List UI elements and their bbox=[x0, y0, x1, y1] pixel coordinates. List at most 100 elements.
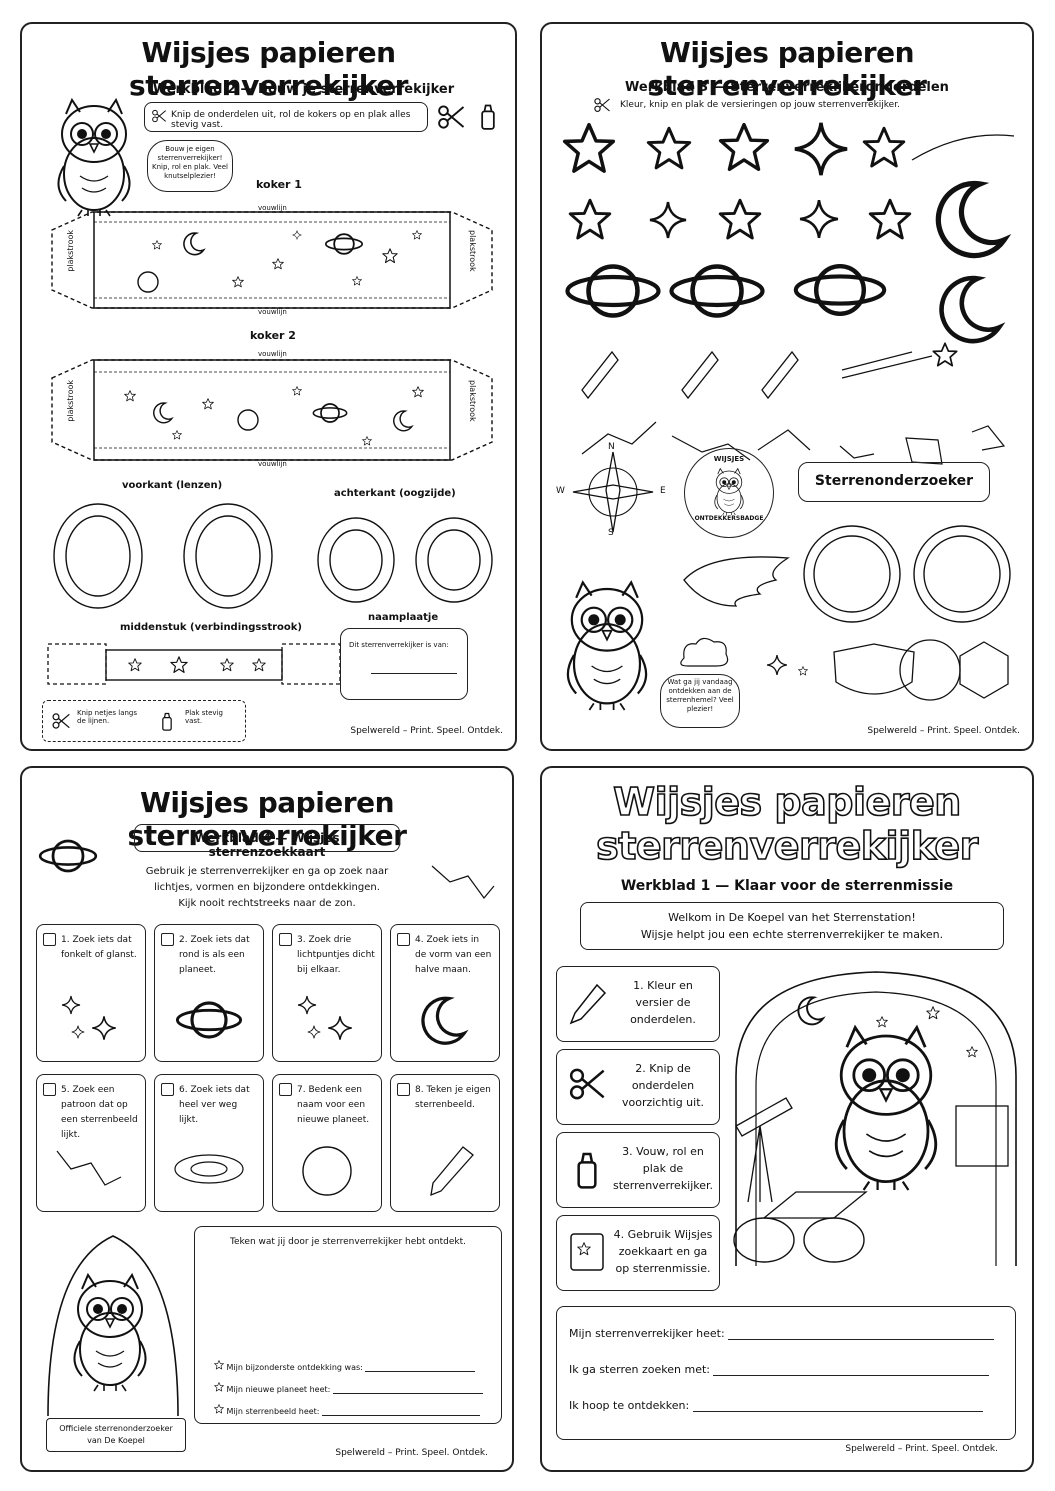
explorer-badge: WIJSJES ONTDEKKERSBADGE bbox=[684, 448, 774, 538]
field-row: Mijn sterrenverrekijker heet: bbox=[569, 1327, 995, 1340]
star-icon bbox=[214, 1382, 224, 1392]
draw-prompt: Teken wat jij door je sterrenverrekijker… bbox=[230, 1237, 466, 1247]
lens-rings bbox=[803, 525, 1011, 623]
welcome-line: Welkom in De Koepel van het Sterrenstati… bbox=[668, 911, 916, 924]
planet-icon bbox=[38, 839, 98, 873]
star-icon bbox=[214, 1360, 224, 1370]
task-card[interactable]: 2. Zoek iets dat rond is als een planeet… bbox=[154, 924, 264, 1062]
pencil-icon bbox=[430, 1146, 474, 1197]
task-text: 1. Zoek iets dat fonkelt of glanst. bbox=[61, 935, 137, 960]
sheet1-title-line1: Wijsjes papieren bbox=[612, 779, 962, 825]
task-checkbox[interactable] bbox=[161, 933, 174, 946]
sheet4-intro: Gebruik je sterrenverrekijker en ga op z… bbox=[112, 864, 422, 912]
task-checkbox[interactable] bbox=[43, 1083, 56, 1096]
glue-icon bbox=[161, 712, 173, 732]
sparkle-icon bbox=[297, 995, 353, 1041]
nameplate-line[interactable] bbox=[371, 673, 457, 674]
field-label: Ik hoop te ontdekken: bbox=[569, 1399, 690, 1412]
owl-illustration bbox=[566, 581, 648, 712]
task-card[interactable]: 4. Zoek iets in de vorm van een halve ma… bbox=[390, 924, 500, 1062]
sheet4-subtitle: Werkblad 4 — Wijsjes sterrenzoekkaart bbox=[194, 831, 340, 859]
step-text: 2. Knip de onderdelen voorzichtig uit. bbox=[621, 1062, 705, 1109]
field-label: Mijn nieuwe planeet heet: bbox=[226, 1385, 331, 1394]
step-card: 1. Kleur en versier de onderdelen. bbox=[556, 966, 720, 1042]
intro-line: lichtjes, vormen en bijzondere ontdekkin… bbox=[154, 882, 380, 893]
sticker-sheet bbox=[562, 121, 1015, 465]
compass-s: S bbox=[608, 528, 614, 538]
fold-line-label: vouwlijn bbox=[258, 204, 287, 212]
task-checkbox[interactable] bbox=[43, 933, 56, 946]
lens-rings bbox=[53, 503, 493, 609]
instruction-text: Knip de onderdelen uit, rol de kokers op… bbox=[171, 110, 411, 130]
intro-line: Kijk nooit rechtstreeks naar de zon. bbox=[178, 898, 356, 909]
task-checkbox[interactable] bbox=[161, 1083, 174, 1096]
scissors-icon bbox=[438, 105, 465, 129]
back-label: achterkant (oogzijde) bbox=[334, 488, 456, 499]
compass-rose bbox=[572, 451, 654, 533]
speech-bubble: Wat ga jij vandaag ontdekken aan de ster… bbox=[660, 674, 740, 728]
field-line[interactable] bbox=[365, 1371, 476, 1372]
glue-strip-label: plakstrook bbox=[66, 230, 75, 272]
task-checkbox[interactable] bbox=[279, 1083, 292, 1096]
middle-strip bbox=[47, 643, 341, 685]
task-checkbox[interactable] bbox=[397, 933, 410, 946]
task-card[interactable]: 1. Zoek iets dat fonkelt of glanst. bbox=[36, 924, 146, 1062]
tip-glue: Plak stevig vast. bbox=[185, 709, 223, 725]
drawing-area[interactable]: Teken wat jij door je sterrenverrekijker… bbox=[194, 1226, 502, 1424]
fold-line-label: vouwlijn bbox=[258, 308, 287, 316]
banner-sticker: Sterrenonderzoeker bbox=[798, 462, 990, 502]
task-card[interactable]: 3. Zoek drie lichtpuntjes dicht bij elka… bbox=[272, 924, 382, 1062]
sheet4-fields: Mijn bijzonderste ontdekking was: Mijn n… bbox=[214, 1360, 504, 1426]
ribbon-banner: Officiele sterrenonderzoeker van De Koep… bbox=[46, 1418, 186, 1452]
task-card[interactable]: 6. Zoek iets dat heel ver weg lijkt. bbox=[154, 1074, 264, 1212]
scissors-icon bbox=[569, 1068, 605, 1100]
instruction-box: Knip de onderdelen uit, rol de kokers op… bbox=[144, 102, 428, 132]
moon-icon bbox=[421, 996, 466, 1046]
worksheet-4: Wijsjes papieren sterrenverrekijker Werk… bbox=[20, 766, 514, 1472]
field-line[interactable] bbox=[322, 1415, 481, 1416]
task-text: 8. Teken je eigen sterrenbeeld. bbox=[415, 1085, 491, 1110]
task-text: 2. Zoek iets dat rond is als een planeet… bbox=[179, 935, 250, 975]
badge-top-text: WIJSJES bbox=[713, 455, 745, 463]
speech-bubble: Bouw je eigen sterrenverrekijker! Knip, … bbox=[147, 140, 233, 192]
compass-w: W bbox=[556, 486, 565, 496]
field-line[interactable] bbox=[692, 1411, 983, 1412]
compass-n: N bbox=[608, 442, 615, 452]
nameplate-label: naamplaatje bbox=[368, 612, 439, 623]
tip-cut: Knip netjes langs de lijnen. bbox=[77, 709, 138, 725]
task-card[interactable]: 5. Zoek een patroon dat op een sterrenbe… bbox=[36, 1074, 146, 1212]
worksheet-1: Wijsjes papieren sterrenverrekijker Werk… bbox=[540, 766, 1034, 1472]
task-checkbox[interactable] bbox=[397, 1083, 410, 1096]
banner-text: Sterrenonderzoeker bbox=[814, 473, 974, 489]
step-card: 3. Vouw, rol en plak de sterrenverrekijk… bbox=[556, 1132, 720, 1208]
sparkle-icon bbox=[61, 995, 117, 1041]
step-card: 2. Knip de onderdelen voorzichtig uit. bbox=[556, 1049, 720, 1125]
field-line[interactable] bbox=[713, 1375, 990, 1376]
task-card[interactable]: 7. Bedenk een naam voor een nieuwe plane… bbox=[272, 1074, 382, 1212]
field-line[interactable] bbox=[728, 1339, 995, 1340]
field-row: Ik hoop te ontdekken: bbox=[569, 1399, 983, 1412]
star-icon bbox=[214, 1404, 224, 1414]
field-line[interactable] bbox=[332, 1393, 483, 1394]
welcome-line: Wijsje helpt jou een echte sterrenverrek… bbox=[640, 928, 944, 941]
footer: Spelwereld – Print. Speel. Ontdek. bbox=[350, 726, 503, 736]
fold-line-label: vouwlijn bbox=[258, 350, 287, 358]
front-label: voorkant (lenzen) bbox=[122, 480, 223, 491]
task-text: 6. Zoek iets dat heel ver weg lijkt. bbox=[179, 1085, 250, 1125]
field-label: Mijn sterrenbeeld heet: bbox=[226, 1407, 320, 1416]
glue-icon bbox=[577, 1152, 597, 1189]
task-checkbox[interactable] bbox=[279, 933, 292, 946]
middle-label: middenstuk (verbindingsstrook) bbox=[120, 622, 302, 633]
task-text: 4. Zoek iets in de vorm van een halve ma… bbox=[415, 935, 492, 975]
wings-sticker bbox=[683, 556, 790, 607]
fields-box: Mijn sterrenverrekijker heet: Ik ga ster… bbox=[556, 1306, 1016, 1440]
field-row: Ik ga sterren zoeken met: bbox=[569, 1363, 990, 1376]
tube1-template: vouwlijn vouwlijn plakstrook plakstrook bbox=[51, 200, 493, 320]
glue-strip-label: plakstrook bbox=[468, 230, 477, 272]
badge-bottom-text: ONTDEKKERSBADGE bbox=[694, 515, 764, 522]
field-label: Mijn sterrenverrekijker heet: bbox=[569, 1327, 725, 1340]
task-card[interactable]: 8. Teken je eigen sterrenbeeld. bbox=[390, 1074, 500, 1212]
step-text: 3. Vouw, rol en plak de sterrenverrekijk… bbox=[613, 1145, 714, 1192]
step-card: 4. Gebruik Wijsjes zoekkaart en ga op st… bbox=[556, 1215, 720, 1291]
fold-line-label: vouwlijn bbox=[258, 460, 287, 468]
